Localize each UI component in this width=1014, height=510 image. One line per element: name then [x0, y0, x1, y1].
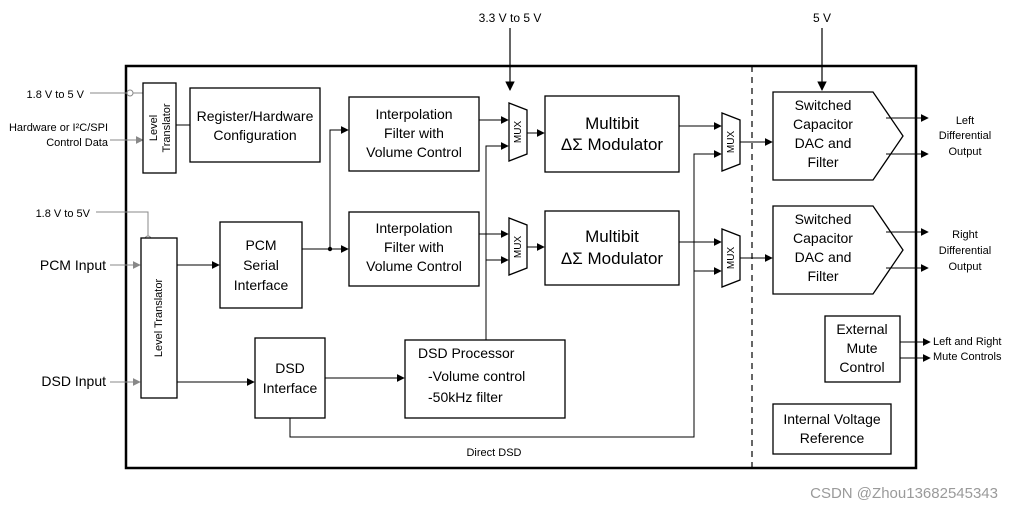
vdd-top-label: 1.8 V to 5 V	[27, 89, 85, 101]
internal-voltage-line1: Internal Voltage	[783, 411, 881, 427]
mux-1	[508, 102, 528, 162]
external-mute-line1: External	[836, 321, 887, 337]
pcm-serial-line3: Interface	[234, 277, 289, 293]
pcm-serial-block	[219, 221, 303, 309]
register-config-line1: Register/Hardware	[197, 108, 314, 124]
modulator-bottom-line1: Multibit	[585, 227, 639, 246]
dsd-processor-line3: -50kHz filter	[428, 389, 503, 405]
dac-bottom-line3: DAC and	[795, 249, 852, 265]
chip-outline	[124, 64, 918, 470]
dsd-input-label: DSD Input	[41, 373, 106, 389]
level-translator-top	[142, 82, 177, 174]
pcm-serial-line2: Serial	[243, 257, 279, 273]
supply-label-right: 5 V	[813, 11, 831, 25]
interp-bottom-line3: Volume Control	[366, 258, 462, 274]
interp-filter-bottom	[348, 211, 480, 287]
mux-3	[721, 112, 741, 172]
vdd-mid-label: 1.8 V to 5V	[36, 208, 91, 220]
interp-bottom-line2: Filter with	[384, 239, 444, 255]
mux-3-label: MUX	[726, 131, 737, 154]
dsd-processor-line2: -Volume control	[428, 368, 525, 384]
interp-filter-top	[348, 96, 480, 172]
dac-bottom-line4: Filter	[807, 268, 838, 284]
pcm-junction	[327, 246, 333, 252]
modulator-top	[544, 95, 680, 173]
mute-controls-line1: Left and Right	[933, 336, 1002, 348]
register-config-block	[189, 87, 321, 163]
right-output-line2: Differential	[939, 245, 991, 257]
dsd-processor-block	[404, 339, 566, 419]
dac-bottom-block	[772, 205, 904, 295]
internal-voltage-block	[772, 403, 892, 455]
left-output-line1: Left	[956, 115, 974, 127]
interp-top-line2: Filter with	[384, 125, 444, 141]
mux-4-label: MUX	[726, 247, 737, 270]
modulator-top-line2: ΔΣ Modulator	[561, 135, 664, 154]
right-output-line1: Right	[952, 229, 978, 241]
interp-top-line3: Volume Control	[366, 144, 462, 160]
internal-voltage-line2: Reference	[800, 430, 865, 446]
register-config-line2: Configuration	[213, 127, 296, 143]
pcm-serial-line1: PCM	[245, 237, 276, 253]
vdd-top-node	[126, 89, 134, 97]
mux-2-label: MUX	[513, 236, 524, 259]
dac-top-line2: Capacitor	[793, 116, 853, 132]
level-translator-main	[140, 237, 178, 399]
external-mute-line2: Mute	[846, 340, 877, 356]
external-mute-block	[824, 315, 901, 383]
dac-top-line1: Switched	[795, 97, 852, 113]
interp-bottom-line1: Interpolation	[375, 220, 452, 236]
mux-2	[508, 217, 528, 276]
supply-label-left: 3.3 V to 5 V	[479, 11, 542, 25]
control-data-label-2: Control Data	[46, 137, 109, 149]
dac-top-line3: DAC and	[795, 135, 852, 151]
dsd-interface-line1: DSD	[275, 360, 305, 376]
left-output-line2: Differential	[939, 130, 991, 142]
level-translator-top-line1: Level	[148, 115, 160, 141]
control-data-label-1: Hardware or I²C/SPI	[9, 122, 108, 134]
right-output-line3: Output	[948, 261, 981, 273]
vdd-mid-wire	[96, 211, 149, 236]
pcm-input-label: PCM Input	[40, 257, 106, 273]
interp-top-line1: Interpolation	[375, 106, 452, 122]
dac-top-block	[772, 91, 904, 181]
pcm-to-interp-top-wire	[329, 126, 349, 249]
mux-4	[721, 228, 741, 288]
level-translator-main-label: Level Translator	[153, 279, 165, 358]
left-output-line3: Output	[948, 146, 981, 158]
dsd-interface-block	[254, 337, 326, 419]
dac-bottom-line1: Switched	[795, 211, 852, 227]
dsdproc-to-mux1-wire	[485, 142, 509, 340]
modulator-bottom-line2: ΔΣ Modulator	[561, 249, 664, 268]
dac-top-line4: Filter	[807, 154, 838, 170]
direct-dsd-label: Direct DSD	[466, 447, 521, 459]
mute-controls-line2: Mute Controls	[933, 351, 1002, 363]
dsd-processor-line1: DSD Processor	[418, 345, 515, 361]
dsd-interface-line2: Interface	[263, 380, 318, 396]
level-translator-top-line2: Translator	[161, 103, 173, 152]
dac-bottom-line2: Capacitor	[793, 230, 853, 246]
modulator-top-line1: Multibit	[585, 114, 639, 133]
modulator-bottom	[544, 210, 680, 286]
external-mute-line3: Control	[839, 359, 884, 375]
watermark-text: CSDN @Zhou13682545343	[810, 485, 998, 502]
mux-1-label: MUX	[513, 121, 524, 144]
direct-dsd-wire	[289, 150, 722, 438]
